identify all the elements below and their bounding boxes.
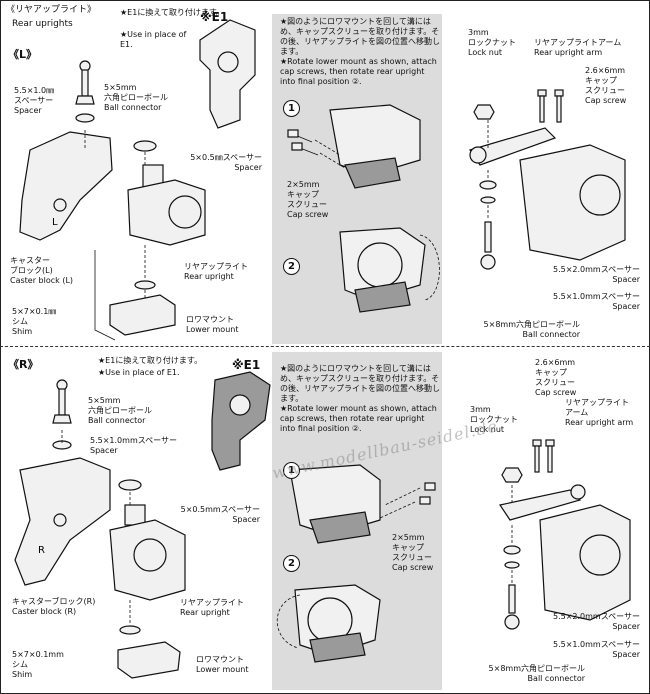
thin-spacer-r [118, 479, 142, 491]
label-spacer-5520-l: 5.5×2.0mmスペーサー Spacer [552, 265, 640, 284]
shim-l [134, 280, 156, 290]
label-rear-upright-r: リヤアップライト Rear upright [180, 598, 244, 617]
label-spacer-5505-r: 5×0.5mmスペーサー Spacer [180, 505, 260, 524]
step-2-marker-l: 2 [283, 258, 300, 275]
label-spacer-5505-l: 5×0.5㎜スペーサー Spacer [190, 153, 262, 172]
thin-spacer-l [133, 140, 157, 152]
e1-note-en-l: ★Use in place of E1. [120, 30, 187, 49]
caster-block-l: L [19, 131, 113, 241]
section-label-r: 《R》 [8, 358, 39, 371]
lower-mount-l [109, 294, 176, 336]
label-spacer-5510b-r: 5.5×1.0mmスペーサー Spacer [552, 640, 640, 659]
lower-mount-r [117, 641, 181, 679]
label-spacer-5510-r: 5.5×1.0mmスペーサー Spacer [90, 436, 178, 455]
section-label-l: 《L》 [8, 48, 38, 61]
step-2-marker-r: 2 [283, 555, 300, 572]
lock-nut-l [473, 104, 495, 120]
e1-note-jp-r: ★E1に換えて取り付けます。 [98, 356, 203, 365]
e1-tag-l: ※E1 [200, 10, 229, 24]
e1-note-jp-l: ★E1に換えて取り付けます。 [120, 8, 225, 17]
rear-upright-r [109, 504, 186, 601]
label-spacer-5520-r: 5.5×2.0mmスペーサー Spacer [552, 612, 640, 631]
label-ball-conn-58-r: 5×8mm六角ピローボール Ball connector [488, 664, 585, 683]
label-ball-connector-l: 5×5mm 六角ピローボール Ball connector [104, 83, 168, 112]
label-spacer-5510b-l: 5.5×1.0mmスペーサー Spacer [552, 292, 640, 311]
step-1-marker-r: 1 [283, 462, 300, 479]
ball-connector-l [75, 60, 95, 105]
label-cap-screw-26-r: 2.6×6mm キャップ スクリュー Cap screw [535, 358, 577, 397]
label-lower-mount-l: ロワマウント Lower mount [186, 315, 239, 334]
upright-arm-r [499, 489, 582, 521]
e1-tag-r: ※E1 [232, 358, 261, 372]
step1-upright-l [329, 104, 421, 176]
upright-assembly-l [519, 144, 626, 261]
e1-part-r [211, 371, 271, 471]
label-cap-screw-l: 2×5mm キャップ スクリュー Cap screw [287, 180, 329, 219]
label-ball-connector-r: 5×5mm 六角ピローボール Ball connector [88, 396, 152, 425]
svg-text:L: L [52, 217, 58, 228]
ball-connector-r [52, 379, 72, 424]
step-1-marker-l: 1 [283, 100, 300, 117]
label-caster-block-l: キャスター ブロック(L) Caster block (L) [10, 256, 74, 285]
header-title-en: Rear uprights [12, 19, 73, 29]
label-shim-l: 5×7×0.1㎜ シム Shim [12, 307, 57, 336]
svg-text:R: R [38, 545, 45, 556]
label-cap-screw-r: 2×5mm キャップ スクリュー Cap screw [392, 533, 434, 572]
label-upright-arm-r: リヤアップライト アーム Rear upright arm [565, 398, 634, 427]
header-title-jp: 《リヤアップライト》 [6, 5, 97, 15]
label-rear-upright-l: リヤアップライト Rear upright [184, 262, 248, 281]
rear-upright-l [127, 164, 206, 246]
lock-nut-r [501, 467, 523, 483]
label-ball-conn-58-l: 5×8mm六角ピローボール Ball connector [483, 320, 580, 339]
shim-r [119, 625, 141, 635]
label-spacer-5510-l: 5.5×1.0㎜ スペーサー Spacer [14, 86, 55, 115]
e1-note-en-r: ★Use in place of E1. [98, 368, 180, 377]
instruction-text-r: ★図のようにロワマウントを回して溝にはめ、キャップスクリューを取り付けます。その… [280, 364, 440, 433]
label-cap-screw-26-l: 2.6×6mm キャップ スクリュー Cap screw [585, 66, 627, 105]
label-upright-arm-l: リヤアップライトアーム Rear upright arm [534, 38, 622, 57]
label-caster-block-r: キャスターブロック(R) Caster block (R) [12, 597, 96, 616]
label-lock-nut-r: 3mm ロックナット Lock nut [470, 405, 518, 434]
instruction-text-l: ★図のようにロワマウントを回して溝にはめ、キャップスクリューを取り付けます。その… [280, 17, 440, 86]
label-shim-r: 5×7×0.1mm シム Shim [12, 650, 64, 679]
section-divider [0, 346, 650, 347]
label-lock-nut-l: 3mm ロックナット Lock nut [468, 28, 516, 57]
e1-part-l [199, 19, 256, 129]
spacer-l [75, 113, 95, 123]
label-lower-mount-r: ロワマウント Lower mount [196, 655, 249, 674]
